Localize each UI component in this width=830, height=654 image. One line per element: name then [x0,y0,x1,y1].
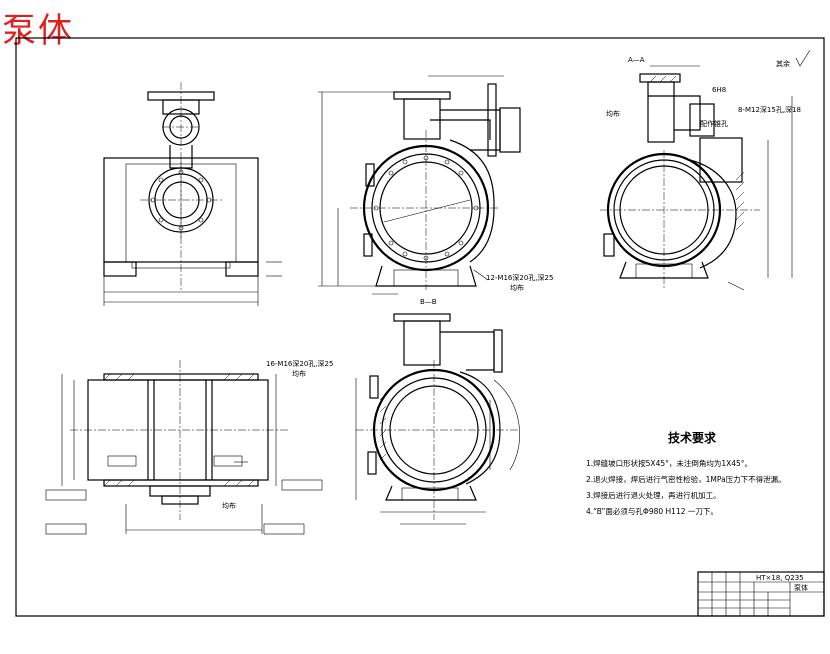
tech-req-title: 技术要求 [668,430,717,445]
title-block-material: HT×18, Q235 [756,574,804,582]
title-block [697,571,825,617]
tech-req-item-1: 1.焊缝坡口形状按5X45°，未注倒角均为1X45°。 [586,458,752,468]
plan-view [45,360,323,535]
front-view [103,82,282,306]
section-bb-view [355,313,521,525]
aa-holes-note: 8-M12深15孔,深18 [738,105,801,114]
plan-bottom-note: 均布 [222,501,236,510]
roughness-note: 其余 [776,59,790,68]
plan-holes-note: 16-M16深20孔,深25 [266,359,333,368]
roughness-symbol [795,49,811,67]
tech-req-item-2: 2.退火焊接，焊后进行气密性检验，1MPa压力下不得泄漏。 [586,474,786,484]
tech-req-item-4: 4.“B”面必须与孔Φ980 H112 一刀下。 [586,506,718,516]
side-holes-note: 12-M16深20孔,深25 [486,273,553,282]
title-block-name: 泵体 [794,583,808,592]
side-holes-sub: 均布 [510,283,524,292]
drawing-title: 泵体 [2,11,74,51]
section-aa-label: A—A [628,56,645,64]
drawing-border [15,37,825,617]
tech-req-item-3: 3.焊接后进行退火处理，再进行机加工。 [586,490,721,500]
section-aa-view [600,65,793,291]
aa-mid-note: 配作锥孔 [700,119,728,128]
side-view [318,75,521,295]
plan-holes-sub: 均布 [292,369,306,378]
section-bb-label: B—B [420,298,437,306]
aa-left-note: 均布 [606,109,620,118]
aa-top-note: 6H8 [712,86,726,94]
